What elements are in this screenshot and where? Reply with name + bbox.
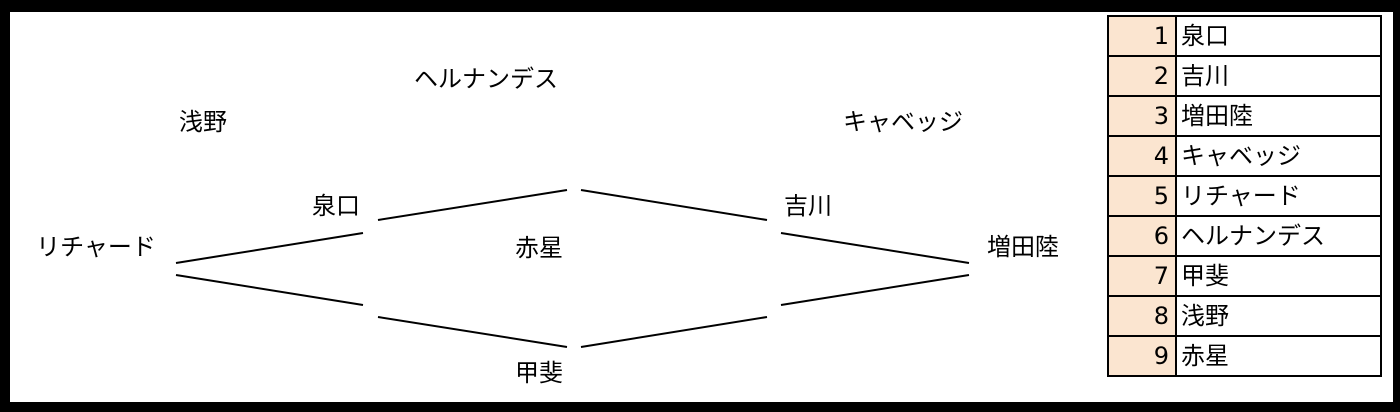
edge-lower-masuda: [780, 274, 970, 306]
edge-lower-right-mid: [580, 316, 768, 348]
legend-row: 1 泉口: [1107, 15, 1382, 57]
edge-upper-masuda: [780, 232, 970, 264]
edge-upper-left-mid: [377, 189, 568, 221]
node-kai: 甲斐: [515, 359, 563, 387]
legend-name: 赤星: [1175, 335, 1382, 377]
legend-name: 甲斐: [1175, 255, 1382, 297]
legend-name: リチャード: [1175, 175, 1382, 217]
edge-lower-left-mid: [377, 316, 568, 348]
legend-number: 9: [1107, 335, 1177, 377]
legend-row: 5 リチャード: [1107, 175, 1382, 217]
legend-number: 4: [1107, 135, 1177, 177]
legend-name: 吉川: [1175, 55, 1382, 97]
legend-row: 4 キャベッジ: [1107, 135, 1382, 177]
legend-number: 3: [1107, 95, 1177, 137]
legend-row: 2 吉川: [1107, 55, 1382, 97]
node-asano: 浅野: [179, 108, 227, 136]
legend-name: 泉口: [1175, 15, 1382, 57]
legend-row: 3 増田陸: [1107, 95, 1382, 137]
legend-number: 1: [1107, 15, 1177, 57]
edge-upper-right-mid: [580, 189, 768, 221]
legend-name: キャベッジ: [1175, 135, 1382, 177]
canvas: ヘルナンデス 浅野 キャベッジ 泉口 吉川 リチャード 赤星 増田陸 甲斐 1 …: [10, 12, 1393, 402]
node-yoshikawa: 吉川: [784, 192, 832, 220]
legend-number: 7: [1107, 255, 1177, 297]
legend-row: 7 甲斐: [1107, 255, 1382, 297]
legend-row: 8 浅野: [1107, 295, 1382, 337]
node-cabbage: キャベッジ: [843, 108, 963, 136]
node-hernandez: ヘルナンデス: [414, 65, 558, 93]
legend-name: 浅野: [1175, 295, 1382, 337]
node-izumiguchi: 泉口: [312, 192, 360, 220]
legend-row: 6 ヘルナンデス: [1107, 215, 1382, 257]
legend-number: 8: [1107, 295, 1177, 337]
node-akahoshi: 赤星: [515, 234, 563, 262]
diamond-diagram: ヘルナンデス 浅野 キャベッジ 泉口 吉川 リチャード 赤星 増田陸 甲斐: [36, 65, 1059, 387]
legend-table: 1 泉口 2 吉川 3 増田陸 4 キャベッジ 5 リチャード 6 ヘルナンデス: [1107, 15, 1382, 377]
legend-number: 5: [1107, 175, 1177, 217]
edge-richard-upper: [175, 232, 364, 264]
legend-row: 9 赤星: [1107, 335, 1382, 377]
legend-number: 2: [1107, 55, 1177, 97]
node-richard: リチャード: [36, 233, 156, 261]
edge-richard-lower: [175, 274, 364, 306]
node-masudariku: 増田陸: [987, 233, 1059, 261]
legend-name: ヘルナンデス: [1175, 215, 1382, 257]
legend-name: 増田陸: [1175, 95, 1382, 137]
legend-number: 6: [1107, 215, 1177, 257]
